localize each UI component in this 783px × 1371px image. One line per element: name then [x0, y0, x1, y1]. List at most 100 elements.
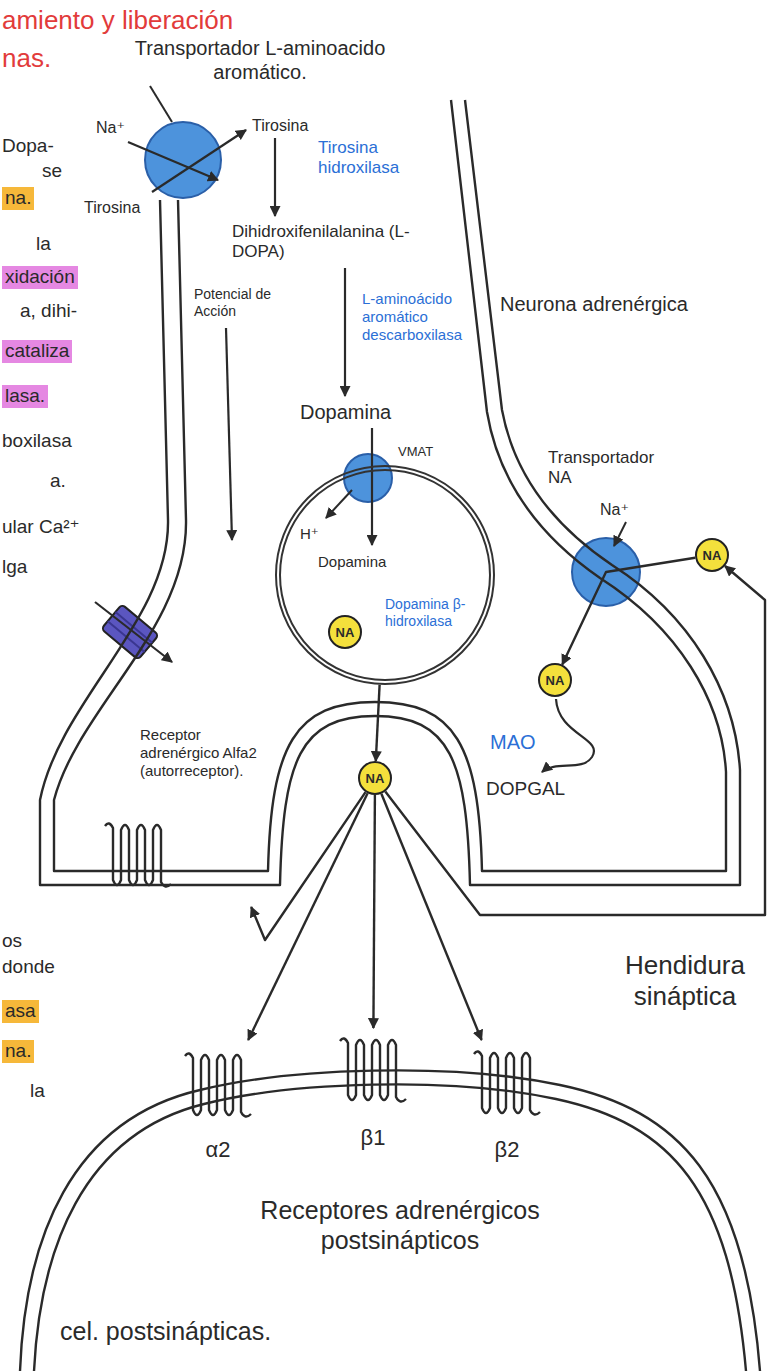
note-label: donde	[2, 956, 92, 979]
note-label: xidación	[2, 266, 78, 289]
note-label: Potencial de Acción	[194, 286, 274, 320]
postsynaptic-cell-text: cel. postsinápticas.	[60, 1316, 380, 1346]
note-label: na.	[2, 1040, 34, 1063]
note-label: DOPGAL	[486, 778, 586, 801]
note-label-slot: VMAT	[398, 444, 458, 460]
note-label: Tirosina	[84, 198, 156, 217]
note-label-slot: cataliza	[2, 340, 102, 363]
note-label: asa	[2, 1000, 39, 1023]
note-label-slot: Transportador L-aminoacido aromático.	[100, 36, 420, 84]
note-label: lasa.	[2, 385, 48, 408]
flow-arrow	[371, 428, 373, 545]
note-label: se	[42, 160, 82, 183]
vesicle: DopaminaDopamina β-hidroxilasaNA	[275, 465, 495, 685]
receptor: α2	[178, 1040, 258, 1165]
postsynaptic-cell-text-slot: cel. postsinápticas.	[60, 1316, 380, 1346]
note-label-slot: asa	[2, 1000, 72, 1023]
note-label: ular Ca²⁺	[2, 516, 112, 539]
note-label: Transportador L-aminoacido aromático.	[100, 36, 420, 84]
note-label: Tirosina hidroxilasa	[318, 138, 438, 179]
flow-arrow	[614, 522, 626, 546]
transporter-symbol	[145, 122, 221, 198]
na-molecule: NA	[695, 538, 729, 572]
flow-arrow	[152, 130, 246, 192]
note-label: Tirosina	[252, 116, 332, 135]
note-label: la	[36, 233, 76, 256]
note-label: a, dihi-	[20, 300, 120, 323]
molecule-text: NA	[366, 772, 385, 785]
na-molecule: NA	[538, 663, 572, 697]
note-label: Dihidroxifenilalanina (L-DOPA)	[232, 222, 442, 263]
note-label-slot: MAO	[490, 730, 550, 754]
note-label: Transportador NA	[548, 448, 673, 489]
connector-arrow	[373, 795, 375, 1028]
receptor: β1	[333, 1028, 413, 1153]
connector-arrow	[376, 685, 380, 761]
membrane-line	[40, 100, 740, 885]
note-label-slot: xidación	[2, 266, 102, 289]
note-label: L-aminoácido aromático descarboxilasa	[362, 290, 472, 344]
note-label: lga	[2, 556, 52, 579]
note-label-slot: se	[42, 160, 82, 183]
note-label-slot: Tirosina	[84, 198, 156, 217]
note-label: la	[30, 1080, 70, 1103]
molecule-text: NA	[336, 626, 355, 639]
na-molecule: NA	[358, 761, 392, 795]
membrane-line	[54, 100, 726, 871]
vesicle-text-slot: Dopamina β-hidroxilasa	[385, 596, 485, 630]
note-label-slot: Potencial de Acción	[194, 286, 274, 320]
note-label: boxilasa	[2, 430, 112, 453]
note-label-slot: la	[30, 1080, 70, 1103]
note-label-slot: boxilasa	[2, 430, 112, 453]
note-label: Na⁺	[600, 500, 640, 519]
note-label: Hendidura sináptica	[590, 950, 780, 1012]
autoreceptor-text: Receptor adrenérgico Alfa2 (autorrecepto…	[140, 726, 260, 780]
note-label: a.	[50, 470, 90, 493]
connector-arrow	[562, 558, 695, 665]
note-label: VMAT	[398, 444, 458, 460]
neuron-outline-text: Neurona adrenérgica	[500, 292, 730, 316]
note-label-slot: ular Ca²⁺	[2, 516, 112, 539]
autoreceptor: Receptor adrenérgico Alfa2 (autorrecepto…	[100, 722, 325, 907]
note-label: Na⁺	[96, 118, 136, 137]
note-label: MAO	[490, 730, 550, 754]
receptor-label-slot: β1	[333, 1125, 413, 1151]
note-label-slot: Dopamina	[300, 400, 420, 424]
leader-line	[150, 86, 172, 122]
note-label-slot: H⁺	[300, 525, 330, 543]
note-label-slot: Dihidroxifenilalanina (L-DOPA)	[232, 222, 442, 263]
note-label: os	[2, 930, 52, 953]
note-label-slot: DOPGAL	[486, 778, 586, 801]
receptor-label: β1	[333, 1125, 413, 1151]
postsynaptic-cell-text-slot: Receptores adrenérgicos postsinápticos	[210, 1195, 590, 1255]
na-molecule: NA	[328, 615, 362, 649]
receptor-label-slot: α2	[178, 1137, 258, 1163]
connector-arrow	[248, 793, 367, 1040]
molecule-text: NA	[546, 674, 565, 687]
note-label-slot: Tirosina	[252, 116, 332, 135]
note-label-slot: Hendidura sináptica	[590, 950, 780, 1012]
note-label-slot: a.	[50, 470, 90, 493]
note-label-slot: na.	[2, 187, 62, 210]
membrane-line	[34, 1084, 746, 1371]
flow-arrow	[128, 142, 218, 180]
flow-arrow	[95, 602, 172, 662]
note-label-slot: Transportador NA	[548, 448, 673, 489]
flow-arrow	[226, 328, 232, 540]
note-label-slot: L-aminoácido aromático descarboxilasa	[362, 290, 472, 344]
vesicle-text: Dopamina	[318, 553, 398, 571]
autoreceptor-text-slot: Receptor adrenérgico Alfa2 (autorrecepto…	[140, 726, 260, 780]
note-label-slot: la	[36, 233, 76, 256]
note-label-slot: na.	[2, 1040, 72, 1063]
vesicle-text: Dopamina β-hidroxilasa	[385, 596, 485, 630]
note-label-slot: os	[2, 930, 52, 953]
receptor-label: β2	[467, 1137, 547, 1163]
postsynaptic-cell: Receptores adrenérgicos postsinápticos ce…	[0, 1030, 783, 1371]
note-label-slot: Na⁺	[96, 118, 136, 137]
note-label-slot: lga	[2, 556, 52, 579]
note-label: Dopamina	[300, 400, 420, 424]
molecule-text: NA	[703, 549, 722, 562]
vesicle-text-slot: Dopamina	[318, 553, 398, 571]
receptor-symbol	[105, 823, 171, 886]
